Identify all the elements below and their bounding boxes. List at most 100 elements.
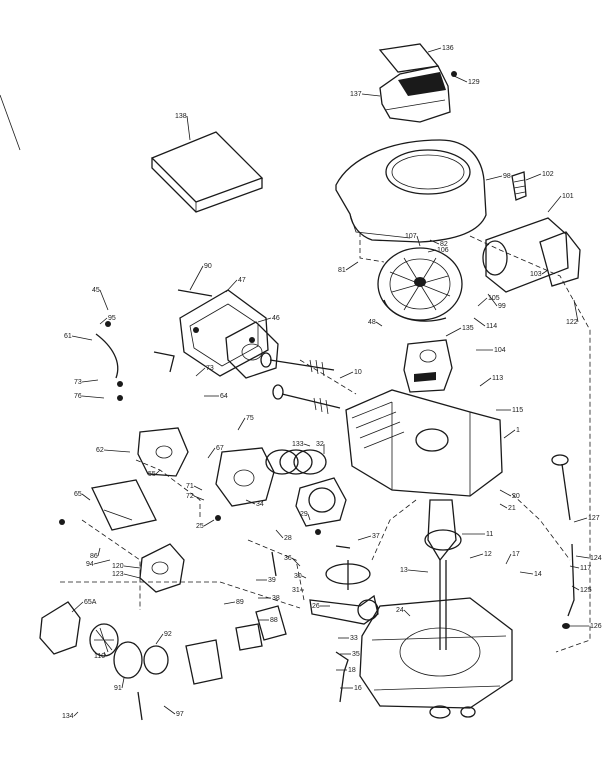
leader-line — [499, 503, 508, 509]
leader-line — [407, 569, 429, 573]
leader-line — [427, 47, 442, 53]
leader-line — [345, 261, 359, 271]
leader-line — [163, 705, 176, 715]
air-filter-element-part — [150, 131, 264, 213]
part-label: 75 — [246, 415, 254, 422]
leader-line — [291, 557, 301, 567]
part-label: 76 — [74, 393, 82, 400]
part-label: 65 — [74, 491, 82, 498]
part-label: 32 — [316, 441, 324, 448]
leader-line — [569, 565, 580, 569]
part-label: 122 — [566, 319, 578, 326]
part-label: 106 — [437, 247, 449, 254]
part-label: 114 — [486, 323, 497, 330]
part-label: 101 — [562, 193, 574, 200]
leader-line — [97, 547, 101, 557]
hardware-bits — [59, 71, 570, 721]
leader-line — [275, 529, 284, 539]
part-label: 113 — [492, 375, 503, 382]
part-label: 55 — [148, 471, 156, 478]
leader-line — [485, 175, 503, 181]
part-label: 26 — [312, 603, 320, 610]
leader-line — [121, 677, 125, 689]
part-label: 45 — [92, 287, 100, 294]
leader-line — [473, 317, 486, 327]
valve-assembly-part — [260, 352, 341, 415]
part-label: 37 — [372, 533, 380, 540]
dipstick-part — [551, 454, 575, 617]
part-label: 129 — [468, 79, 480, 86]
part-label: 90 — [204, 263, 212, 270]
part-label: 64 — [220, 393, 228, 400]
part-label: 62 — [96, 447, 104, 454]
part-label: 1 — [516, 427, 520, 434]
leader-line — [207, 447, 216, 459]
leader-lines — [71, 47, 590, 717]
part-label: 67 — [216, 445, 224, 452]
spark-arrestor-part — [511, 171, 527, 201]
part-label: 120 — [112, 563, 124, 570]
part-label: 61 — [64, 333, 72, 340]
part-label: 65A — [84, 599, 97, 606]
control-bracket-part — [91, 479, 157, 531]
part-label: 39 — [268, 577, 276, 584]
head-gasket-part — [225, 321, 279, 379]
leader-line — [257, 317, 272, 323]
leader-line — [547, 195, 562, 213]
part-label: 17 — [512, 551, 520, 558]
part-label: 98 — [503, 173, 511, 180]
part-label: 35 — [352, 651, 360, 658]
leader-line — [429, 239, 440, 245]
leader-line — [99, 317, 108, 325]
part-label: 89 — [236, 599, 244, 606]
blower-housing-part — [335, 139, 487, 243]
part-label: 81 — [338, 267, 346, 274]
camshaft-gear-part — [325, 560, 371, 590]
leader-line — [357, 535, 372, 541]
corner-guide-line — [0, 94, 21, 151]
part-label: 134 — [62, 713, 74, 720]
part-label: 124 — [590, 555, 602, 562]
part-label: 47 — [238, 277, 246, 284]
part-label: 103 — [530, 271, 542, 278]
part-label: 105 — [488, 295, 500, 302]
part-label: 92 — [164, 631, 172, 638]
leader-line — [525, 173, 542, 181]
part-label: 13 — [400, 567, 408, 574]
leader-line — [571, 585, 580, 591]
leader-line — [155, 633, 164, 645]
leader-line — [99, 289, 109, 311]
leader-line — [453, 75, 468, 83]
leader-line — [503, 429, 516, 439]
part-label: 11 — [486, 531, 493, 538]
leader-line — [103, 651, 107, 657]
part-label: 20 — [512, 493, 520, 500]
fuel-tank-part — [39, 601, 169, 679]
part-label: 95 — [108, 315, 116, 322]
leader-line — [505, 553, 512, 565]
leader-line — [541, 269, 549, 275]
leader-line — [71, 601, 84, 613]
leader-line — [237, 417, 246, 431]
leader-line — [223, 601, 236, 605]
air-cleaner-cover-part — [378, 43, 451, 123]
leader-line — [123, 573, 141, 579]
part-label: 135 — [462, 325, 474, 332]
leader-line — [573, 517, 588, 523]
leader-line — [477, 297, 488, 307]
leader-line — [416, 235, 421, 247]
ignition-module-part — [403, 339, 453, 393]
part-label: 91 — [114, 685, 122, 692]
part-label: 73 — [206, 365, 214, 372]
part-label: 25 — [196, 523, 204, 530]
crankshaft-part — [424, 499, 462, 650]
leader-line — [339, 371, 354, 379]
leader-line — [155, 469, 161, 475]
leader-line — [375, 321, 383, 327]
part-number-labels: 136 129 137 138 98 102 101 107 106 81 10… — [62, 45, 602, 720]
carburetor-part — [137, 427, 275, 507]
connecting-rod-part — [309, 594, 379, 625]
leader-line — [519, 571, 534, 575]
leader-line — [499, 489, 512, 497]
